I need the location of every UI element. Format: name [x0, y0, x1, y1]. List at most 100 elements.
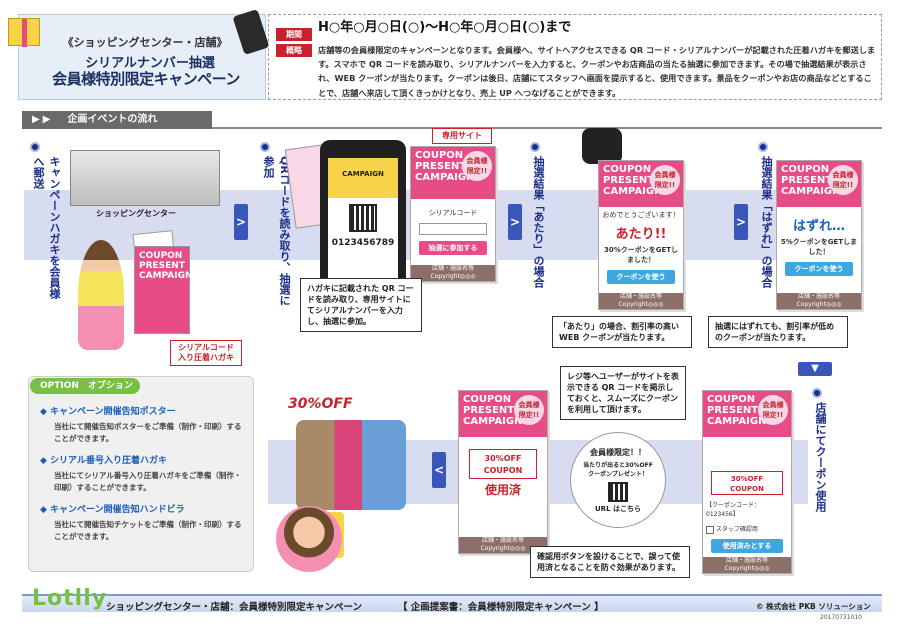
staff-checkbox[interactable]: [706, 525, 714, 534]
sale-badge: 30%OFF: [288, 396, 353, 412]
win-coupon-text: 30%クーポンをGETしました！: [603, 246, 679, 264]
next-arrow-icon: >: [234, 204, 248, 240]
section-title-text: 企画イベントの流れ: [67, 114, 158, 125]
lose-text: はずれ…: [792, 219, 845, 234]
step5-callout-top: レジ等へユーザーがサイトを表示できる QR コードを掲示しておくと、スムーズにク…: [560, 366, 686, 420]
section-title: ▶▶ 企画イベントの流れ: [22, 111, 212, 129]
gift-box-icon: [8, 18, 40, 47]
members-badge: 会員様 限定!!: [462, 151, 492, 181]
option-panel: [28, 376, 254, 572]
period-text: H○年○月○日(○)〜H○年○月○日(○)まで: [318, 20, 572, 35]
page-title-line2: 会員様特別限定キャンペーン: [52, 70, 240, 88]
serial-code-input[interactable]: [419, 223, 487, 235]
store-qr-poster: 会員様限定！！ 当たりが出ると30%OFF クーポンプレゼント！ URL はこち…: [570, 432, 666, 528]
step3-label: 抽選結果「あたり」の場合: [532, 156, 545, 288]
win-text: あたり!!: [615, 227, 667, 242]
option-item-postcard-title: ◆ シリアル番号入り圧着ハガキ: [40, 456, 167, 466]
footer-company: © 株式会社 PKB ソリューション: [756, 602, 871, 611]
step5-label: 店舗にてクーポン使用: [814, 402, 827, 512]
qr-code-icon: [608, 482, 628, 502]
page-subtitle: 《ショッピングセンター・店舗》: [62, 36, 228, 49]
members-badge: 会員様 限定!!: [828, 165, 858, 195]
members-badge: 会員様 限定!!: [758, 395, 788, 425]
phone-banner: CAMPAIGN: [328, 158, 398, 198]
option-item-flyer-title: ◆ キャンペーン開催告知ハンドビラ: [40, 505, 185, 515]
postcard-title: COUPON PRESENT CAMPAIGN: [139, 251, 193, 281]
card-footer: 店舗・施設名等 Copyright◎◎◎: [411, 265, 495, 281]
card-footer: 店舗・施設名等 Copyright◎◎◎: [777, 293, 861, 309]
win-result-card: COUPON PRESENT CAMPAIGN 会員様 限定!! おめでとうござ…: [598, 160, 684, 310]
qr-poster-text: 当たりが出ると30%OFF クーポンプレゼント！: [583, 462, 653, 478]
page-title-line1: シリアルナンバー抽選: [85, 56, 215, 71]
step2-callout: ハガキに記載された QR コードを読み取り、専用サイトにてシリアルナンバーを入力…: [300, 278, 422, 332]
shopping-center-illustration: [70, 150, 220, 206]
card-footer: 店舗・施設名等 Copyright◎◎◎: [459, 537, 547, 553]
card-footer: 店舗・施設名等 Copyright◎◎◎: [599, 293, 683, 309]
join-lottery-button[interactable]: 抽選に参加する: [419, 241, 487, 255]
arrows-icon: ▶▶: [32, 114, 54, 125]
qr-code-icon: [349, 204, 377, 232]
step-marker: [530, 142, 540, 152]
qr-poster-url: URL はこちら: [595, 505, 641, 513]
clothing-illustration: [296, 420, 406, 510]
option-item-poster-title: ◆ キャンペーン開催告知ポスター: [40, 407, 176, 417]
lose-result-card: COUPON PRESENT CAMPAIGN 会員様 限定!! はずれ… 5%…: [776, 160, 862, 310]
prev-arrow-icon: <: [432, 452, 446, 488]
next-arrow-icon: >: [734, 204, 748, 240]
lotlly-logo: Lotlly: [32, 586, 108, 611]
use-coupon-button[interactable]: クーポンを使う: [785, 262, 853, 276]
step5-callout-bottom: 確認用ボタンを設けることで、誤って使用済となることを防ぐ効果があります。: [530, 546, 690, 578]
step-marker: [758, 142, 768, 152]
option-item-poster-text: 当社にて開催告知ポスターをご準備（制作・印刷）することができます。: [54, 422, 242, 443]
serial-number: 0123456789: [331, 238, 395, 248]
coupon-ticket: 30%OFF COUPON: [469, 449, 537, 479]
title-panel: [18, 14, 266, 100]
footer-campaign: ショッピングセンター・店舗：会員様特別限定キャンペーン: [106, 602, 363, 613]
building-caption: ショッピングセンター: [96, 209, 176, 218]
period-label: 期間: [276, 28, 312, 41]
campaign-description: 店舗等の会員様限定のキャンペーンとなります。会員様へ、サイトへアクセスできる Q…: [318, 45, 876, 98]
woman-shopper-illustration: [78, 240, 124, 350]
members-badge: 会員様 限定!!: [514, 395, 544, 425]
step3-callout: 「あたり」の場合、割引率の高いWEB クーポンが当たります。: [552, 316, 692, 348]
members-badge: 会員様 限定!!: [650, 165, 680, 195]
campaign-info-box: [268, 14, 882, 100]
serial-postcard-tag: シリアルコード 入り圧着ハガキ: [170, 340, 242, 366]
step-marker: [812, 388, 822, 398]
dedicated-site-tag: 専用サイト: [432, 128, 492, 144]
postcard-front: COUPON PRESENT CAMPAIGN: [134, 246, 193, 334]
option-item-flyer-text: 当社にて開催告知チケットをご準備（制作・印刷）することができます。: [54, 520, 242, 541]
used-coupon-card: COUPON PRESENT CAMPAIGN 会員様 限定!! 30%OFF …: [458, 390, 548, 554]
card-footer: 店舗・施設名等 Copyright◎◎◎: [703, 557, 791, 573]
used-stamp: 使用済: [484, 483, 521, 497]
step-marker: [260, 142, 270, 152]
smartphone-screen: CAMPAIGN 0123456789: [328, 158, 398, 292]
coupon-code: 【クーポンコード：0123456】: [706, 502, 761, 518]
staff-confirm-label: スタッフ確認用: [715, 526, 758, 533]
use-coupon-button[interactable]: クーポンを使う: [607, 270, 675, 284]
down-arrow-icon: ▼: [798, 362, 832, 376]
qr-poster-title: 会員様限定！！: [590, 448, 646, 457]
congrats-text: おめでとうございます！: [602, 211, 680, 219]
smartphone-icon: [582, 128, 622, 164]
next-arrow-icon: >: [508, 204, 522, 240]
serial-code-label: シリアルコード: [428, 209, 478, 217]
staff-check-row: スタッフ確認用: [703, 521, 791, 537]
step2-label: QRコードを読み取り、抽選に参加: [262, 156, 291, 306]
lose-coupon-text: 5%クーポンをGETしました！: [780, 238, 858, 256]
coupon-ticket: 30%OFF COUPON: [711, 471, 783, 495]
footer-proposal: 【 企画提案書：会員様特別限定キャンペーン 】: [398, 602, 604, 613]
staff-confirm-card: COUPON PRESENT CAMPAIGN 会員様 限定!! 30%OFF …: [702, 390, 792, 574]
step-marker: [30, 142, 40, 152]
mark-used-button[interactable]: 使用済みとする: [711, 538, 783, 553]
step1-label: キャンペーンハガキを会員様へ郵送: [32, 156, 61, 299]
entry-site-card: COUPON PRESENT CAMPAIGN 会員様 限定!! シリアルコード…: [410, 146, 496, 282]
overview-label: 概略: [276, 44, 312, 57]
step4-label: 抽選結果「はずれ」の場合: [760, 156, 773, 288]
customer-illustration: [276, 506, 342, 572]
step4-callout: 抽選にはずれても、割引率が低めのクーポンが当たります。: [708, 316, 848, 348]
option-list: ◆ キャンペーン開催告知ポスター 当社にて開催告知ポスターをご準備（制作・印刷）…: [40, 404, 248, 543]
document-id: 20170731010: [820, 614, 862, 621]
option-item-postcard-text: 当社にてシリアル番号入り圧着ハガキをご準備（制作・印刷）することができます。: [54, 471, 242, 492]
option-tag: OPTION オプション: [30, 378, 140, 394]
